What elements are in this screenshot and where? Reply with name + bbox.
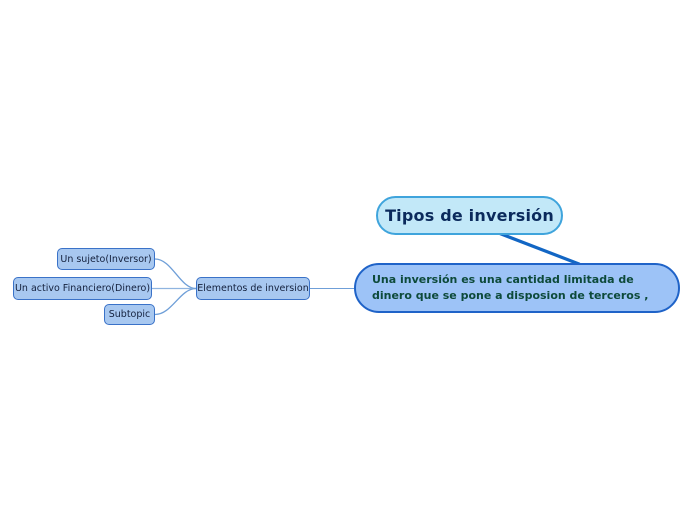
node-subtopic-label: Subtopic	[108, 309, 151, 320]
node-tipos-de-inversion-label: Tipos de inversión	[385, 206, 554, 225]
node-un-sujeto-inversor[interactable]: Un sujeto(Inversor)	[57, 248, 155, 270]
connector-title-to-definition	[494, 230, 581, 266]
connector-branch-to-sujeto	[154, 258, 197, 290]
definition-line-1: Una inversión es una cantidad limitada d…	[372, 273, 634, 286]
node-elementos-de-inversion[interactable]: Elementos de inversion	[196, 277, 310, 300]
node-un-activo-financiero-dinero-label: Un activo Financiero(Dinero)	[14, 283, 151, 294]
connector-branch-to-subtopic	[154, 287, 197, 316]
node-elementos-de-inversion-label: Elementos de inversion	[197, 283, 309, 294]
node-definicion-inversion-text: Una inversión es una cantidad limitada d…	[372, 272, 662, 304]
node-definicion-inversion[interactable]: Una inversión es una cantidad limitada d…	[354, 263, 680, 313]
definition-line-2: dinero que se pone a disposion de tercer…	[372, 289, 649, 302]
node-un-activo-financiero-dinero[interactable]: Un activo Financiero(Dinero)	[13, 277, 152, 300]
node-un-sujeto-inversor-label: Un sujeto(Inversor)	[60, 253, 152, 265]
node-subtopic[interactable]: Subtopic	[104, 304, 155, 325]
node-tipos-de-inversion[interactable]: Tipos de inversión	[376, 196, 563, 235]
